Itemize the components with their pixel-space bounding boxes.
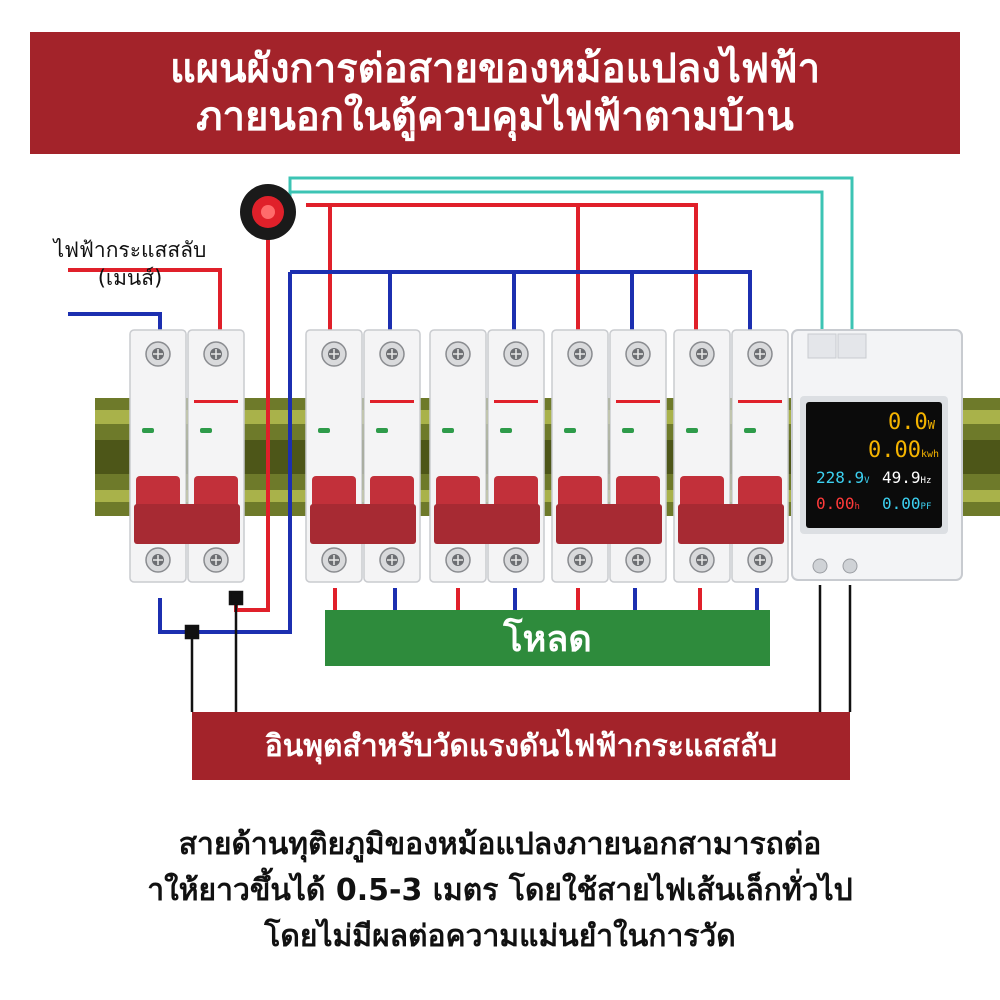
breaker-4 — [551, 329, 667, 583]
terminal-screw-icon — [747, 341, 773, 367]
title-line-1: แผนผังการต่อสายของหม้อแปลงไฟฟ้า — [169, 46, 821, 92]
ac-mains-label-line-1: ไฟฟ้ากระแสสลับ — [53, 238, 207, 262]
footer-line-1: สายด้านทุติยภูมิของหม้อแปลงภายนอกสามารถต… — [178, 827, 822, 862]
breaker-5 — [673, 329, 789, 583]
terminal-screw-icon — [625, 547, 651, 573]
breaker-pole-body — [187, 329, 245, 583]
load-box: โหลด — [325, 610, 770, 666]
breaker-pole-body — [673, 329, 731, 583]
terminal-screw-icon — [445, 341, 471, 367]
rating-stripe — [738, 400, 782, 403]
voltage-input-box: อินพุตสำหรับวัดแรงดันไฟฟ้ากระแสสลับ — [192, 712, 850, 780]
footer-line-2: าให้ยาวขึ้นได้ 0.5-3 เมตร โดยใช้สายไฟเส้… — [147, 873, 853, 908]
rating-stripe — [370, 400, 414, 403]
indicator-led — [622, 428, 634, 433]
handle-tie-bar — [556, 504, 662, 544]
breaker-pole-body — [429, 329, 487, 583]
indicator-led — [200, 428, 212, 433]
terminal-screw-icon — [689, 547, 715, 573]
frequency-reading: 49.9Hz — [882, 468, 932, 487]
terminal-screw-icon — [503, 341, 529, 367]
terminal-screw-icon — [321, 341, 347, 367]
breaker-1 — [129, 329, 245, 583]
pf-reading: 0.00PF — [882, 494, 932, 513]
indicator-led — [500, 428, 512, 433]
title-banner: แผนผังการต่อสายของหม้อแปลงไฟฟ้า ภายนอกใน… — [30, 32, 960, 154]
footer-note: สายด้านทุติยภูมิของหม้อแปลงภายนอกสามารถต… — [40, 822, 960, 960]
terminal-screw-icon — [503, 547, 529, 573]
load-label: โหลด — [503, 618, 592, 660]
rating-stripe — [494, 400, 538, 403]
hours-reading: 0.00h — [816, 494, 860, 513]
breaker-pole-body — [487, 329, 545, 583]
neutral-wires — [68, 270, 759, 634]
indicator-led — [142, 428, 154, 433]
meter-display: 0.0W 0.00kwh 228.9V 49.9Hz 0.00h 0.00PF — [806, 402, 942, 528]
terminal-screw-icon — [379, 547, 405, 573]
rating-stripe — [616, 400, 660, 403]
indicator-led — [744, 428, 756, 433]
footer-line-3: โดยไม่มีผลต่อความแม่นยำในการวัด — [264, 919, 736, 954]
current-transformer-icon — [240, 184, 296, 240]
terminal-screw-icon — [203, 547, 229, 573]
terminal-screw-icon — [567, 547, 593, 573]
breaker-row — [129, 329, 789, 583]
indicator-led — [376, 428, 388, 433]
handle-tie-bar — [134, 504, 240, 544]
voltage-reading: 228.9V — [816, 468, 870, 487]
breaker-2 — [305, 329, 421, 583]
power-reading: 0.0W — [888, 410, 935, 435]
terminal-screw-icon — [379, 341, 405, 367]
terminal-screw-icon — [689, 341, 715, 367]
handle-tie-bar — [434, 504, 540, 544]
indicator-led — [318, 428, 330, 433]
breaker-3 — [429, 329, 545, 583]
terminal-screw-icon — [145, 547, 171, 573]
handle-tie-bar — [310, 504, 416, 544]
terminal-screw-icon — [747, 547, 773, 573]
terminal-screw-icon — [321, 547, 347, 573]
terminal-screw-icon — [145, 341, 171, 367]
breaker-pole-body — [609, 329, 667, 583]
breaker-pole-body — [551, 329, 609, 583]
voltage-sense-wires — [184, 585, 852, 712]
voltage-input-label: อินพุตสำหรับวัดแรงดันไฟฟ้ากระแสสลับ — [264, 728, 778, 764]
handle-tie-bar — [678, 504, 784, 544]
live-wires — [68, 196, 702, 612]
indicator-led — [564, 428, 576, 433]
terminal-screw-icon — [567, 341, 593, 367]
breaker-pole-body — [305, 329, 363, 583]
breaker-pole-body — [363, 329, 421, 583]
breaker-pole-body — [129, 329, 187, 583]
indicator-led — [686, 428, 698, 433]
terminal-screw-icon — [203, 341, 229, 367]
terminal-screw-icon — [625, 341, 651, 367]
terminal-screw-icon — [445, 547, 471, 573]
rating-stripe — [194, 400, 238, 403]
energy-reading: 0.00kwh — [868, 438, 940, 463]
indicator-led — [442, 428, 454, 433]
ac-mains-label-line-2: (เมนส์) — [97, 266, 163, 290]
title-line-2: ภายนอกในตู้ควบคุมไฟฟ้าตามบ้าน — [196, 94, 794, 140]
ac-mains-label: ไฟฟ้ากระแสสลับ (เมนส์) — [10, 236, 250, 292]
breaker-pole-body — [731, 329, 789, 583]
ct-signal-wires — [288, 176, 854, 330]
